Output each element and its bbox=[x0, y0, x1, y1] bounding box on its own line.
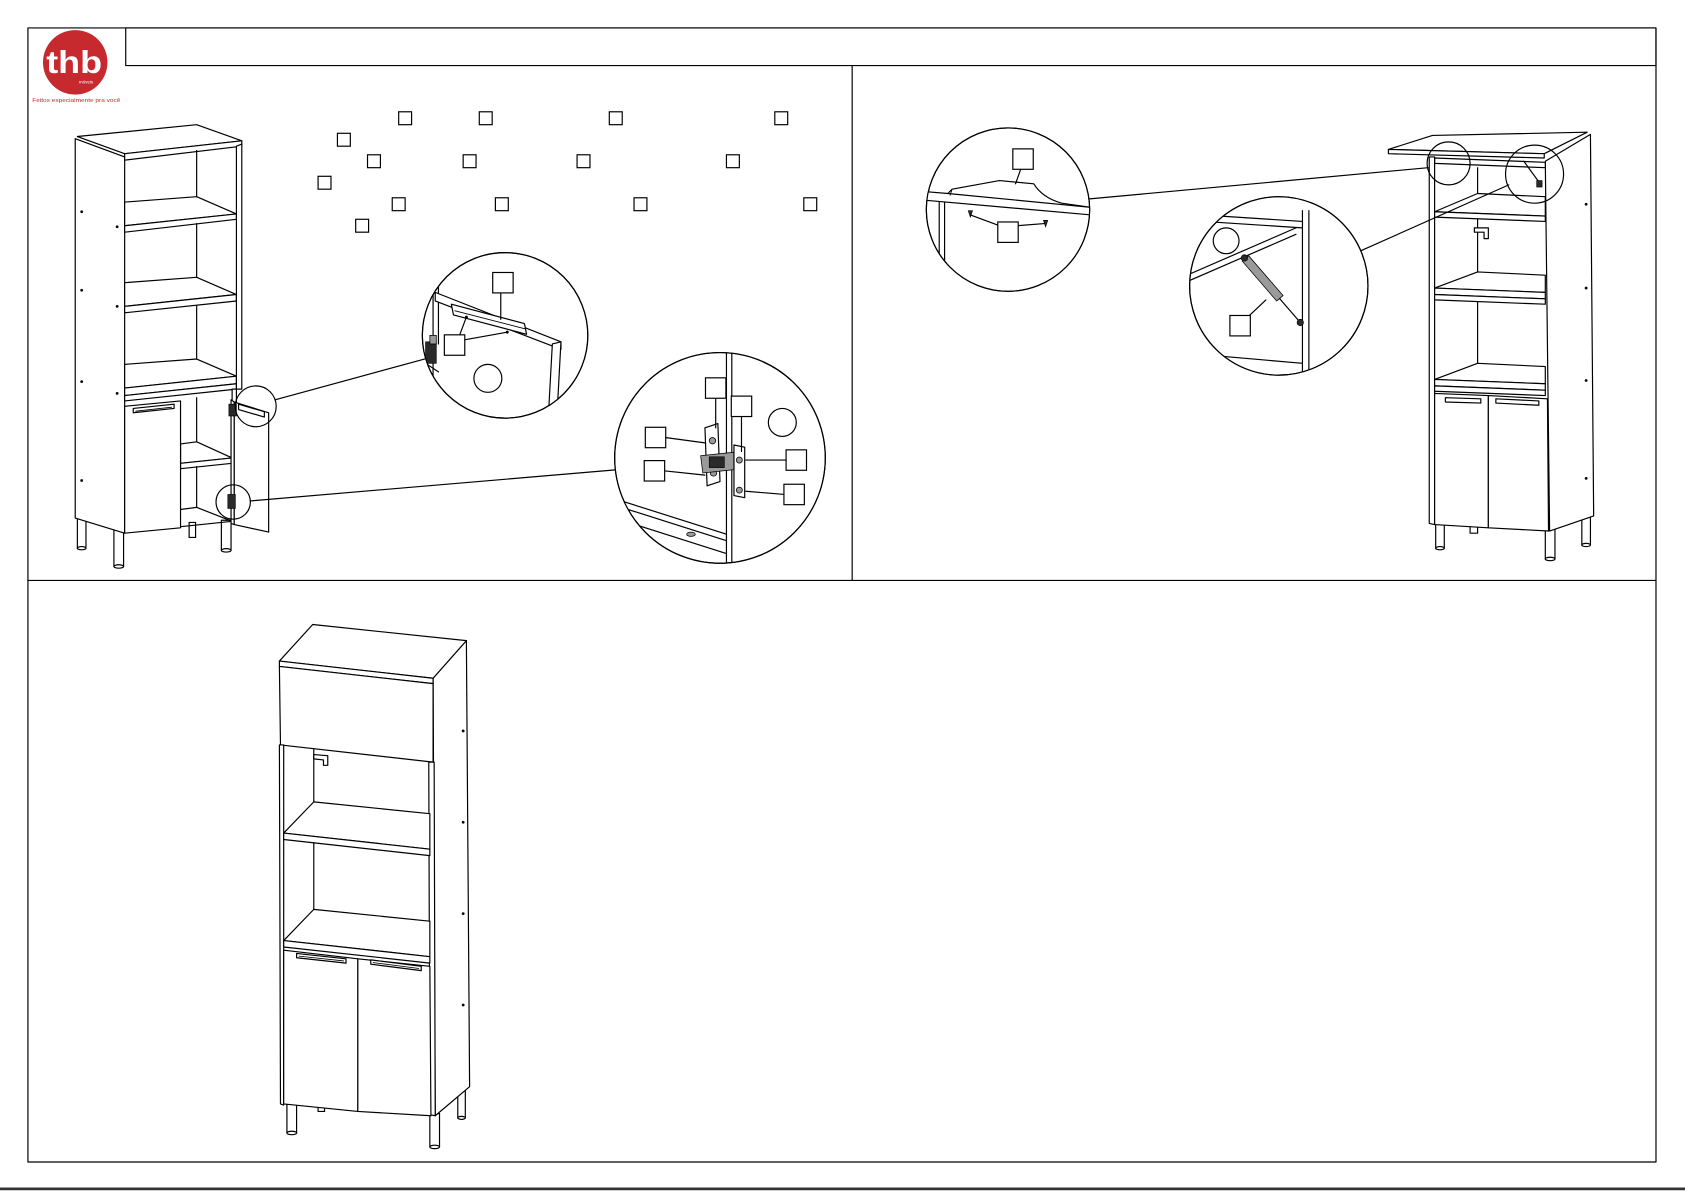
zoom-detail-lift-handle bbox=[922, 128, 1092, 301]
cabinet-open-door bbox=[75, 125, 276, 569]
cabinet-door-right-open bbox=[234, 402, 268, 532]
lift-door-closed bbox=[279, 666, 433, 762]
detail-connector bbox=[250, 470, 616, 501]
cabinet-door-left bbox=[284, 950, 358, 1111]
cabinet-door-right bbox=[358, 959, 431, 1116]
part-label-box bbox=[1230, 315, 1250, 335]
zoom-detail-hinge bbox=[615, 344, 826, 570]
part-label-box bbox=[784, 484, 804, 504]
part-label-box bbox=[1013, 149, 1033, 169]
part-label-box bbox=[645, 427, 665, 447]
step-label-circle bbox=[768, 408, 796, 436]
thb-logo-icon: thb móveis Feitos especialmente pra você bbox=[32, 30, 120, 104]
cabinet-door-left bbox=[1435, 393, 1489, 527]
parts-label-grid bbox=[318, 112, 817, 232]
part-label-box bbox=[786, 450, 806, 470]
part-label-box bbox=[318, 176, 331, 189]
part-label-box bbox=[644, 461, 664, 481]
part-label-box bbox=[495, 198, 508, 211]
step-label-circle bbox=[474, 364, 502, 392]
part-label-box bbox=[705, 378, 725, 398]
logo-wordmark: thb bbox=[46, 45, 102, 80]
part-label-box bbox=[804, 198, 817, 211]
zoom-detail-gas-piston bbox=[1182, 197, 1368, 387]
part-label-box bbox=[493, 272, 513, 292]
part-label-box bbox=[337, 133, 350, 146]
part-label-box bbox=[368, 155, 381, 168]
part-label-box bbox=[775, 112, 788, 125]
detail-connector bbox=[1090, 168, 1429, 199]
part-label-box bbox=[463, 155, 476, 168]
part-label-box bbox=[356, 219, 369, 232]
part-label-box bbox=[731, 396, 751, 416]
part-label-box bbox=[577, 155, 590, 168]
logo-subtitle: móveis bbox=[79, 79, 94, 84]
part-label-box bbox=[392, 198, 405, 211]
cabinet-door-right bbox=[1488, 396, 1548, 531]
part-label-box bbox=[444, 335, 464, 355]
gas-piston-bracket bbox=[314, 755, 328, 766]
cabinet-assembled bbox=[279, 625, 469, 1149]
hinge-bottom bbox=[228, 494, 236, 508]
detail-connector bbox=[275, 359, 424, 400]
header-bar bbox=[126, 28, 1656, 66]
cabinet-lift-door-open bbox=[1388, 132, 1593, 560]
gas-piston-bracket bbox=[1474, 228, 1488, 239]
cabinet-door-left bbox=[125, 401, 181, 533]
part-label-box bbox=[998, 222, 1018, 242]
part-label-box bbox=[634, 198, 647, 211]
part-label-box bbox=[399, 112, 412, 125]
step-label-circle bbox=[1213, 228, 1239, 254]
part-label-box bbox=[479, 112, 492, 125]
part-label-box bbox=[609, 112, 622, 125]
zoom-detail-handle-rail bbox=[422, 253, 587, 422]
part-label-box bbox=[726, 155, 739, 168]
logo-tagline: Feitos especialmente pra você bbox=[32, 98, 120, 104]
